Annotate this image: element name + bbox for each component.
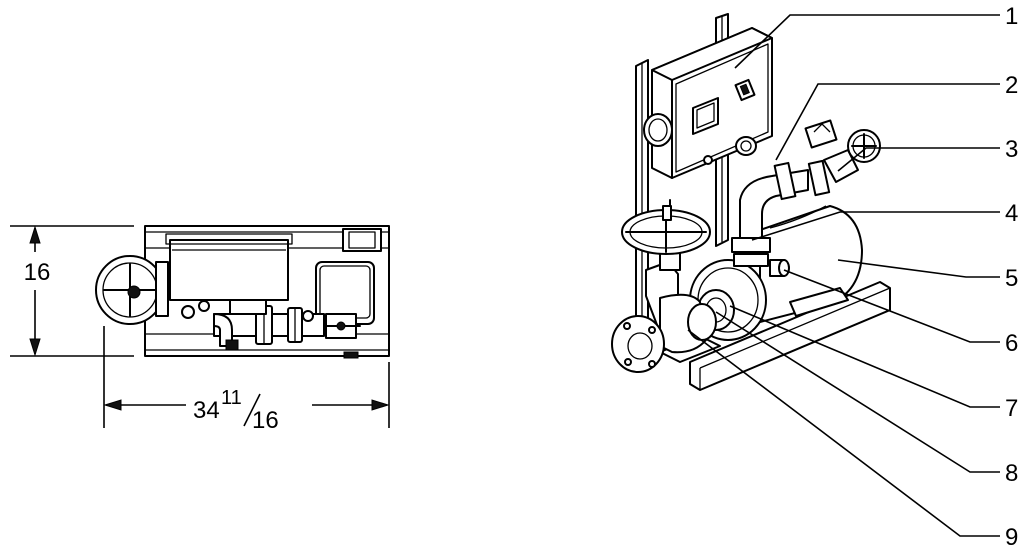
callout-7: 7 xyxy=(1005,395,1018,422)
plan-view: 16 34 11 16 xyxy=(10,225,390,434)
width-dimension-numerator: 11 xyxy=(221,387,242,409)
callout-8: 8 xyxy=(1005,460,1018,487)
callout-numbers: 1 2 3 4 5 6 7 8 9 xyxy=(1005,3,1018,550)
callout-1: 1 xyxy=(1005,3,1018,30)
callout-3: 3 xyxy=(1005,136,1018,163)
height-dimension-label: 16 xyxy=(24,259,51,286)
callout-2: 2 xyxy=(1005,72,1018,99)
callout-5: 5 xyxy=(1005,265,1018,292)
width-dimension-denominator: 16 xyxy=(252,407,279,434)
callout-4: 4 xyxy=(1005,200,1018,227)
callout-9: 9 xyxy=(1005,524,1018,550)
width-dimension-whole: 34 xyxy=(193,397,220,424)
isometric-view xyxy=(611,13,891,391)
callout-leaders xyxy=(687,14,1000,537)
callout-6: 6 xyxy=(1005,330,1018,357)
